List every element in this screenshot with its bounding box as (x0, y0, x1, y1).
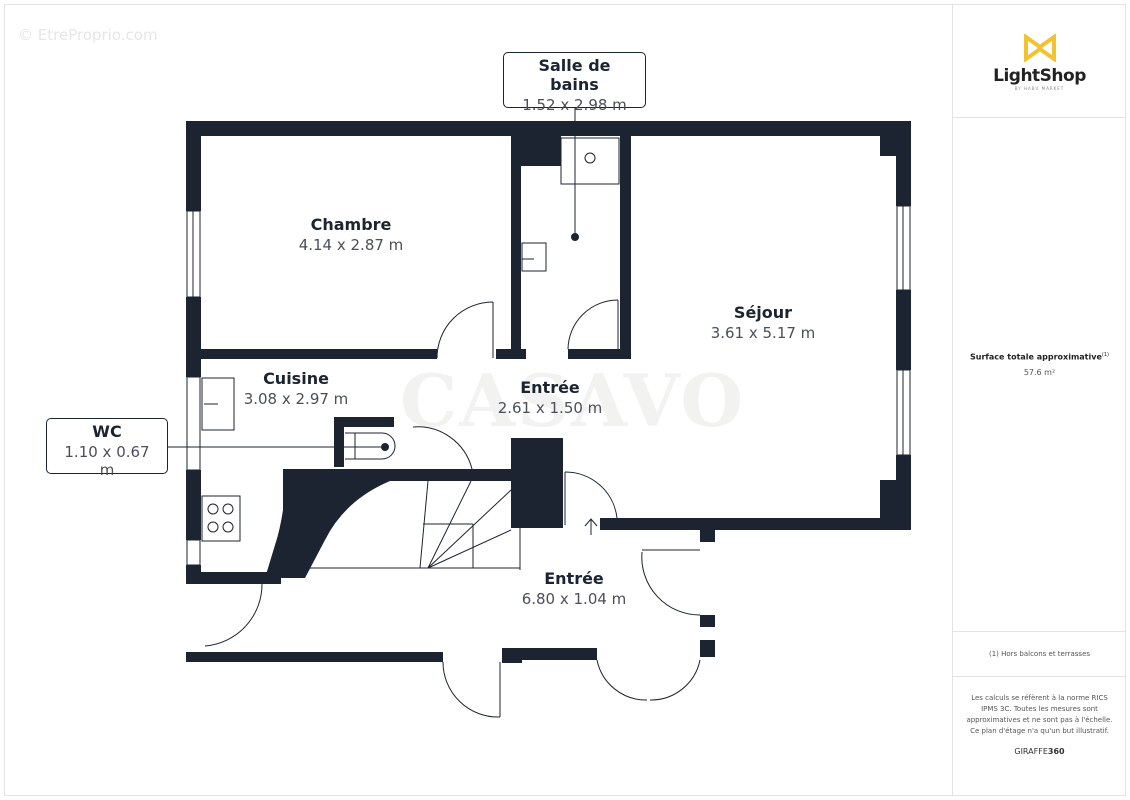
room-entree-2: Entrée 6.80 x 1.04 m (522, 569, 627, 608)
disclaimer-section: Les calculs se réfèrent à la norme RICS … (953, 677, 1126, 796)
room-name: Cuisine (263, 369, 329, 388)
footnote-mark: (1) (1101, 352, 1109, 358)
logo-wordmark: LightShop (993, 66, 1086, 86)
room-name: WC (92, 422, 122, 441)
room-name: Entrée (520, 378, 580, 397)
room-dims: 3.08 x 2.97 m (243, 390, 349, 408)
walls (186, 121, 911, 663)
room-entree-1: Entrée 2.61 x 1.50 m (498, 378, 603, 417)
surface-title: Surface totale approximative(1) (953, 352, 1126, 362)
room-name: Chambre (310, 215, 392, 234)
room-dims: 2.61 x 1.50 m (497, 399, 603, 417)
fixtures (168, 107, 911, 718)
room-name: Séjour (733, 303, 793, 322)
credit-prefix: GIRAFFE (1014, 747, 1048, 756)
room-dims: 4.14 x 2.87 m (298, 236, 404, 254)
giraffe360-credit: GIRAFFE360 (953, 747, 1126, 756)
disclaimer-text: Les calculs se réfèrent à la norme RICS … (966, 694, 1113, 735)
surface-title-text: Surface totale approximative (970, 352, 1102, 362)
room-name: Entrée (544, 569, 604, 588)
wc-marker (381, 443, 389, 451)
surface-section: Surface totale approximative(1) 57.6 m² (953, 118, 1126, 632)
room-dims: 3.61 x 5.17 m (710, 324, 816, 342)
bowtie-logo-icon (1023, 33, 1056, 63)
room-cuisine: Cuisine 3.08 x 2.97 m (244, 369, 349, 408)
room-dims: 1.10 x 0.67 m (64, 443, 150, 479)
sidebar: LightShop BY HABU MARKET Surface totale … (952, 4, 1126, 796)
site-watermark: © EtreProprio.com (18, 26, 158, 44)
callout-wc: WC 1.10 x 0.67 m (46, 418, 168, 479)
logo-tagline: BY HABU MARKET (1014, 86, 1065, 91)
room-sejour: Séjour 3.61 x 5.17 m (711, 303, 816, 342)
room-dims: 1.52 x 2.98 m (522, 96, 627, 114)
room-dims: 6.80 x 1.04 m (521, 590, 627, 608)
room-name: Salle de bains (538, 56, 611, 94)
floor-plan-drawing (168, 107, 911, 718)
footnote-text: (1) Hors balcons et terrasses (988, 650, 1091, 658)
page-frame (4, 4, 1126, 796)
footnote-section: (1) Hors balcons et terrasses (953, 632, 1126, 677)
credit-suffix: 360 (1047, 747, 1065, 756)
floor-plan: CASAVO (46, 52, 911, 718)
brand-watermark: CASAVO (400, 358, 746, 443)
room-chambre: Chambre 4.14 x 2.87 m (299, 215, 404, 254)
surface-value: 57.6 m² (1023, 367, 1056, 377)
callout-salle-de-bains: Salle de bains 1.52 x 2.98 m (503, 52, 646, 114)
sdb-marker (571, 233, 579, 241)
logo-section: LightShop BY HABU MARKET (953, 4, 1126, 118)
